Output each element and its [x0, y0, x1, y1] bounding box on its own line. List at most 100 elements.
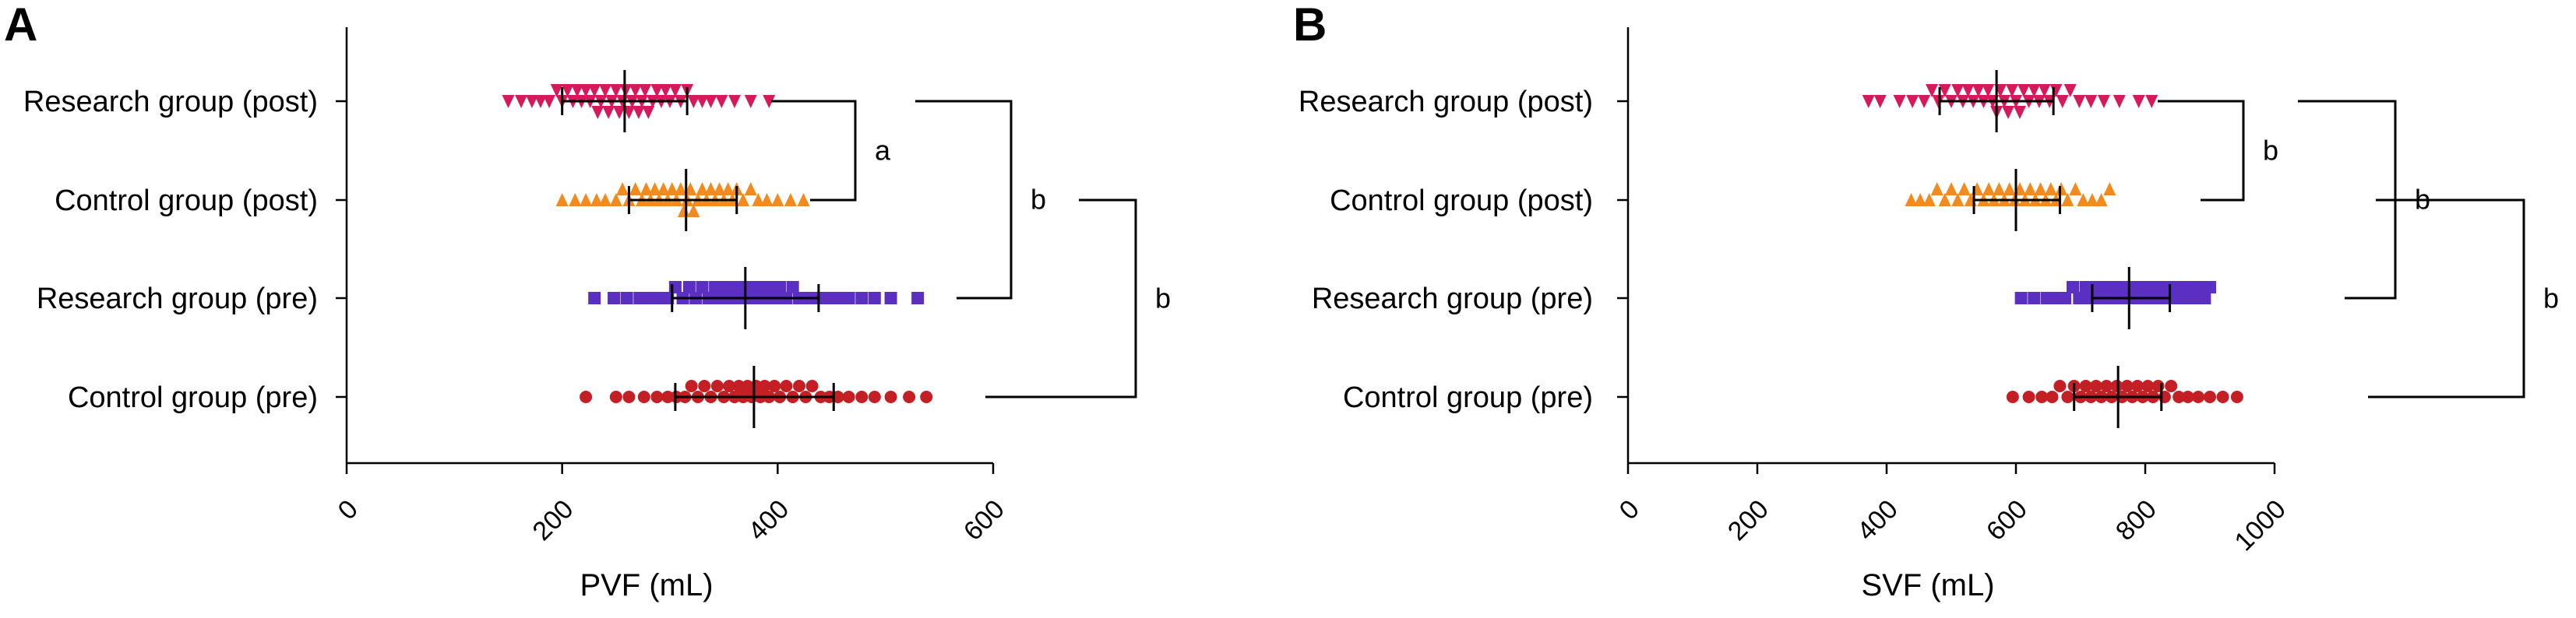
x-tick-label: 600 [1981, 494, 2033, 546]
data-point [715, 95, 728, 108]
data-point [744, 95, 757, 108]
data-point [704, 95, 717, 108]
data-point [571, 84, 584, 97]
data-point [590, 193, 603, 206]
data-point [855, 391, 869, 403]
panel-label: B [1293, 0, 1327, 51]
data-point [2204, 391, 2216, 403]
data-point [687, 95, 700, 108]
data-point [903, 391, 916, 403]
data-point [842, 292, 855, 304]
data-point [831, 391, 844, 403]
data-point [2073, 292, 2086, 304]
data-point [2192, 391, 2205, 403]
data-point [2110, 281, 2123, 293]
data-point [732, 380, 745, 392]
data-point [1914, 193, 1927, 206]
data-point [684, 182, 697, 195]
panel-label: A [4, 0, 37, 51]
data-point [768, 380, 781, 392]
data-point [637, 391, 650, 403]
data-point [723, 380, 736, 392]
significance-bracket: a [771, 100, 891, 202]
data-point [588, 84, 601, 97]
data-point [674, 182, 687, 195]
data-point [696, 281, 709, 293]
y-category-label: Research group (post) [1299, 86, 1593, 118]
y-category-label: Control group (post) [55, 184, 318, 217]
data-point [1958, 182, 1971, 195]
significance-bracket: b [2158, 100, 2278, 202]
data-point [2006, 84, 2019, 97]
bracket-line [915, 100, 1013, 300]
x-tick-label: 800 [2110, 494, 2162, 546]
data-point [2188, 292, 2201, 304]
bracket-line [771, 100, 857, 202]
data-point [2095, 193, 2108, 206]
data-point [609, 84, 622, 97]
data-point [659, 84, 672, 97]
data-point [657, 182, 670, 195]
data-point [2120, 380, 2134, 392]
data-point [632, 106, 645, 119]
data-point [780, 380, 793, 392]
data-point [561, 84, 574, 97]
x-tick-label: 200 [527, 494, 580, 546]
data-point [911, 292, 925, 304]
y-category-label: Control group (post) [1330, 184, 1593, 217]
data-point [2177, 292, 2190, 304]
data-point [682, 281, 696, 293]
data-point [569, 193, 582, 206]
data-point [668, 84, 682, 97]
data-point [2113, 95, 2126, 108]
data-point [608, 292, 621, 304]
x-tick-label: 0 [1614, 494, 1645, 525]
data-point [884, 391, 897, 403]
y-category-label: Research group (pre) [37, 283, 318, 315]
data-point [2131, 380, 2144, 392]
data-point [2204, 281, 2216, 293]
data-point [629, 182, 642, 195]
data-point [2067, 281, 2080, 293]
data-point [752, 193, 765, 206]
data-point [609, 193, 622, 206]
data-point [1982, 182, 1996, 195]
data-point [2151, 281, 2165, 293]
data-point [842, 391, 855, 403]
data-point [831, 292, 844, 304]
data-point [728, 95, 741, 108]
data-point [2017, 84, 2030, 97]
data-point [1945, 182, 1958, 195]
data-point [2059, 292, 2072, 304]
data-point [2110, 380, 2123, 392]
significance-bracket: b [985, 198, 1171, 399]
data-point [2053, 380, 2067, 392]
data-point [550, 84, 563, 97]
data-point [650, 84, 664, 97]
series-control-group-post [555, 169, 810, 231]
data-point [820, 292, 833, 304]
data-point [543, 95, 556, 108]
data-point [2022, 391, 2035, 403]
data-point [1930, 182, 1943, 195]
bracket-label: b [2543, 283, 2559, 314]
data-point [2069, 182, 2082, 195]
x-tick-label: 600 [958, 494, 1010, 546]
data-point [2100, 281, 2113, 293]
y-category-label: Control group (pre) [1343, 381, 1593, 414]
data-point [855, 292, 869, 304]
bracket-label: b [1031, 184, 1046, 216]
data-point [525, 95, 538, 108]
data-point [1862, 95, 1875, 108]
data-point [2038, 84, 2051, 97]
data-point [650, 391, 664, 403]
data-point [555, 193, 569, 206]
data-point [1951, 84, 1965, 97]
data-point [639, 84, 652, 97]
data-point [2183, 281, 2196, 293]
x-tick-label: 1000 [2229, 494, 2292, 557]
data-point [642, 106, 655, 119]
data-point [2056, 95, 2069, 108]
series-control-group-post [1905, 169, 2116, 231]
